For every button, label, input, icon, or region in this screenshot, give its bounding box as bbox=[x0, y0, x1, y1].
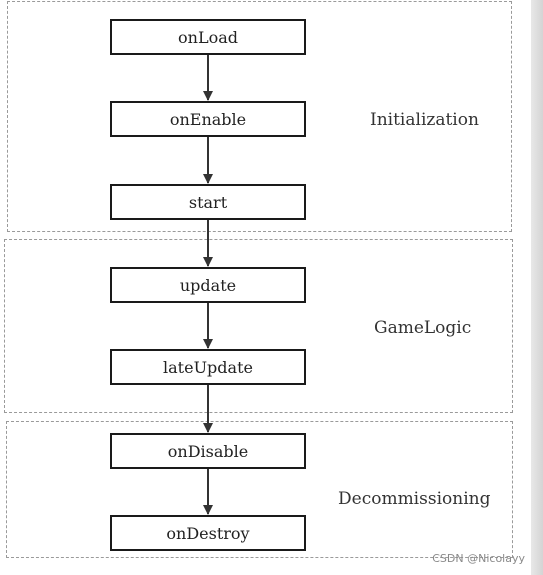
onload-step: onLoad bbox=[110, 19, 306, 55]
right-edge-strip bbox=[531, 0, 543, 575]
initialization-label: Initialization bbox=[370, 110, 479, 130]
lateupdate-step: lateUpdate bbox=[110, 349, 306, 385]
initialization-group bbox=[7, 1, 512, 232]
start-step: start bbox=[110, 184, 306, 220]
csdn-watermark: CSDN @Nicolayy bbox=[432, 552, 525, 565]
ondisable-step: onDisable bbox=[110, 433, 306, 469]
update-step: update bbox=[110, 267, 306, 303]
game-logic-label: GameLogic bbox=[374, 318, 472, 338]
decommissioning-label: Decommissioning bbox=[338, 489, 491, 509]
decommissioning-group bbox=[6, 421, 513, 558]
onenable-step: onEnable bbox=[110, 101, 306, 137]
ondestroy-step: onDestroy bbox=[110, 515, 306, 551]
game-logic-group bbox=[4, 239, 513, 413]
